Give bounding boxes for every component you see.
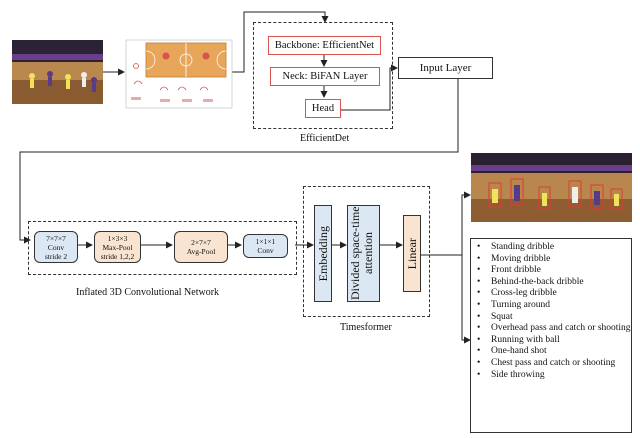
action-item: Running with ball: [477, 335, 631, 347]
maxpool-stride: stride 1,2,2: [100, 251, 135, 261]
input-layer-box: Input Layer: [398, 57, 493, 79]
action-list: Standing dribbleMoving dribbleFront drib…: [477, 242, 631, 381]
efficientdet-caption: EfficientDet: [300, 133, 350, 144]
action-item: One-hand shot: [477, 346, 631, 358]
action-item: Chest pass and catch or shooting: [477, 358, 631, 370]
conv1-stride: stride 2: [44, 251, 68, 261]
court-diagram: [125, 39, 233, 109]
action-item: Moving dribble: [477, 254, 631, 266]
attention-label: Divided space-time attention: [347, 206, 375, 301]
action-item: Front dribble: [477, 265, 631, 277]
conv1-kernel: 7×7×7: [46, 233, 66, 243]
linear-label: Linear: [404, 237, 419, 270]
conv1-box: 7×7×7 Conv stride 2: [34, 231, 78, 263]
conv1-type: Conv: [47, 242, 65, 252]
action-item: Cross-leg dribble: [477, 288, 631, 300]
backbone-box: Backbone: EfficientNet: [268, 36, 381, 55]
conv2-kernel: 1×1×1: [255, 237, 276, 246]
head-box: Head: [305, 99, 341, 118]
avgpool-box: 2×7×7 Avg-Pool: [174, 231, 228, 263]
input-frame-image: [12, 40, 103, 104]
action-classes-list: Standing dribbleMoving dribbleFront drib…: [470, 238, 632, 433]
arrow-head-to-input-layer: [341, 64, 398, 111]
input-layer-label: Input Layer: [419, 62, 472, 74]
linear-box: Linear: [403, 215, 421, 292]
action-item: Standing dribble: [477, 242, 631, 254]
neck-box: Neck: BiFAN Layer: [270, 67, 380, 86]
output-detection-image: [471, 153, 632, 222]
backbone-label: Backbone: EfficientNet: [274, 40, 375, 51]
head-label: Head: [311, 103, 335, 114]
arrow-linear-to-outputs: [420, 191, 471, 344]
embedding-box: Embedding: [314, 205, 332, 302]
camera-marker-icon: [202, 52, 210, 60]
action-item: Side throwing: [477, 370, 631, 382]
efficientdet-container: [253, 22, 393, 129]
action-item: Behind-the-back dribble: [477, 277, 631, 289]
avgpool-type: Avg-Pool: [186, 247, 216, 256]
maxpool-box: 1×3×3 Max-Pool stride 1,2,2: [94, 231, 141, 263]
maxpool-kernel: 1×3×3: [107, 233, 128, 243]
conv2-type: Conv: [257, 246, 274, 255]
camera-marker-icon: [162, 52, 170, 60]
embedding-label: Embedding: [315, 225, 330, 282]
action-item: Squat: [477, 312, 631, 324]
arrow-court-to-efficientdet: [232, 11, 329, 73]
arrow-input-layer-to-i3d: [19, 78, 459, 244]
neck-label: Neck: BiFAN Layer: [282, 71, 368, 82]
avgpool-kernel: 2×7×7: [191, 238, 211, 247]
timesformer-caption: Timesformer: [340, 322, 392, 333]
i3d-container: [28, 221, 297, 275]
action-item: Overhead pass and catch or shooting: [477, 323, 631, 335]
conv2-box: 1×1×1 Conv: [243, 234, 288, 258]
timesformer-container: [303, 186, 430, 317]
i3d-caption: Inflated 3D Convolutional Network: [76, 287, 220, 298]
action-item: Turning around: [477, 300, 631, 312]
attention-box: Divided space-time attention: [347, 205, 380, 302]
maxpool-type: Max-Pool: [102, 242, 133, 252]
